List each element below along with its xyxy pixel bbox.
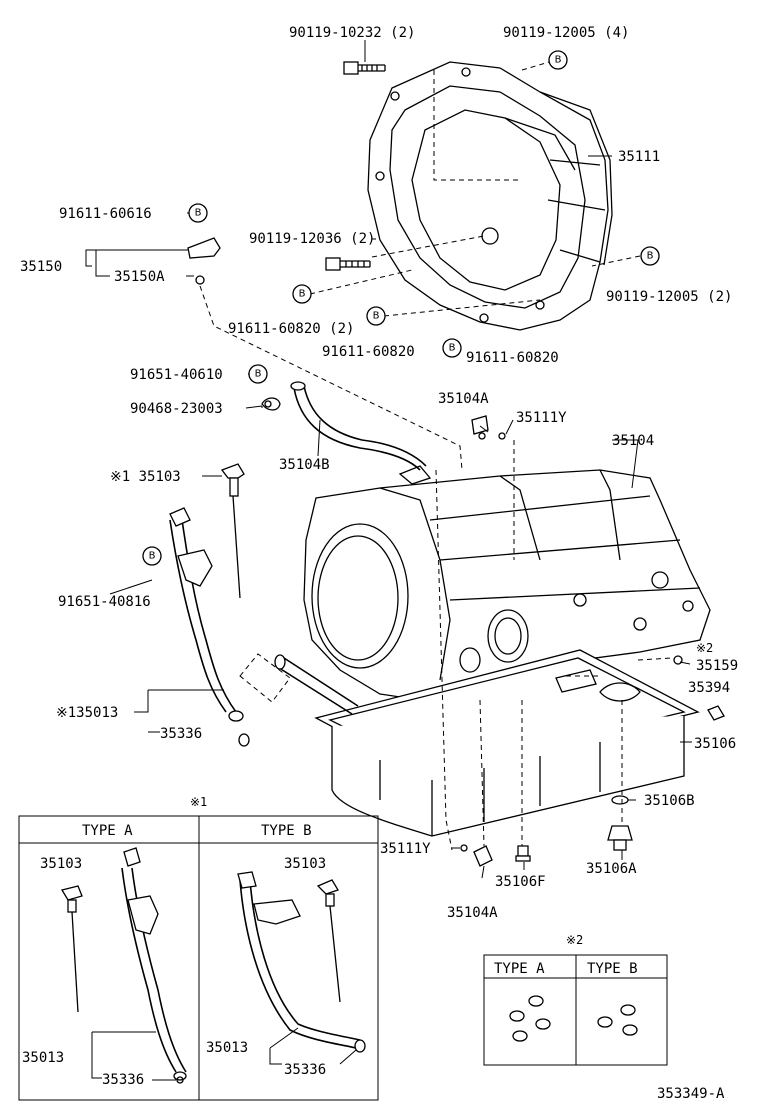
dipstick-35103 bbox=[220, 463, 245, 599]
inset-1-b-35336: 35336 bbox=[284, 1062, 326, 1078]
label-91611-60820-b: 91611-60820 bbox=[466, 350, 559, 366]
inset-2-mark: ※2 bbox=[566, 933, 583, 947]
inset-1-b-35013: 35013 bbox=[206, 1040, 248, 1056]
label-35159: 35159 bbox=[696, 658, 738, 674]
inset-1-a-35013: 35013 bbox=[22, 1050, 64, 1066]
gasket-35394 bbox=[707, 705, 725, 721]
inset-1-type-b-header: TYPE B bbox=[261, 823, 312, 839]
bolt-35106F bbox=[515, 845, 531, 862]
label-91651-40610: 91651-40610 bbox=[130, 367, 223, 383]
plug-35159 bbox=[673, 655, 683, 665]
inset-1-a-35103: 35103 bbox=[40, 856, 82, 872]
label-35394: 35394 bbox=[688, 680, 730, 696]
inset-2: ※2 TYPE A TYPE B bbox=[483, 933, 668, 1066]
dipstick-tube-135013 bbox=[169, 507, 250, 747]
inset-1-b-35103: 35103 bbox=[284, 856, 326, 872]
label-135013: ※135013 bbox=[56, 705, 118, 721]
label-35111: 35111 bbox=[618, 149, 660, 165]
label-35111Y-top: 35111Y bbox=[516, 410, 567, 426]
gasket-35106B bbox=[611, 795, 629, 805]
svg-text:B: B bbox=[299, 289, 306, 300]
label-91611-60616: 91611-60616 bbox=[59, 206, 152, 222]
bell-housing-35111 bbox=[367, 61, 613, 331]
bolt-marker-b-7: B bbox=[248, 364, 268, 384]
oring-35111Y-top bbox=[498, 432, 506, 440]
dashed-box bbox=[239, 653, 291, 703]
label-35106B: 35106B bbox=[644, 793, 695, 809]
label-90119-12005-4: 90119-12005 (4) bbox=[503, 25, 629, 41]
bolt-marker-b-1: B bbox=[548, 50, 568, 70]
label-35104A-top: 35104A bbox=[438, 391, 489, 407]
svg-text:B: B bbox=[647, 251, 654, 262]
bolt-marker-b-2: B bbox=[188, 203, 208, 223]
label-35104: 35104 bbox=[612, 433, 654, 449]
label-90119-10232: 90119-10232 (2) bbox=[289, 25, 415, 41]
diagram-id: 353349-A bbox=[657, 1086, 725, 1102]
bolt-90119-12036 bbox=[325, 257, 371, 271]
label-35106F: 35106F bbox=[495, 874, 546, 890]
transmission-case-35104 bbox=[303, 469, 711, 701]
label-91611-60820-2: 91611-60820 (2) bbox=[228, 321, 354, 337]
tube-main bbox=[274, 654, 359, 715]
bolt-marker-b-8: B bbox=[142, 546, 162, 566]
breather-hose-35104B bbox=[290, 381, 432, 485]
plug-35104A-top bbox=[471, 415, 489, 440]
inset-1-type-a-header: TYPE A bbox=[82, 823, 133, 839]
bolt-marker-b-5: B bbox=[366, 306, 386, 326]
inset-2-type-b-header: TYPE B bbox=[587, 961, 638, 977]
svg-text:B: B bbox=[195, 208, 202, 219]
inset-1-a-35336: 35336 bbox=[102, 1072, 144, 1088]
label-91651-40816: 91651-40816 bbox=[58, 594, 151, 610]
bolt-90119-10232 bbox=[343, 61, 386, 75]
label-35103: ※1 35103 bbox=[110, 469, 181, 485]
svg-text:B: B bbox=[373, 311, 380, 322]
svg-text:B: B bbox=[555, 55, 562, 66]
inset-1-mark: ※1 bbox=[190, 795, 207, 809]
bolt-marker-b-3: B bbox=[640, 246, 660, 266]
svg-text:B: B bbox=[449, 343, 456, 354]
label-35106: 35106 bbox=[694, 736, 736, 752]
label-35336: 35336 bbox=[160, 726, 202, 742]
inset-2-type-a-header: TYPE A bbox=[494, 961, 545, 977]
plug-35104A-bottom bbox=[473, 845, 493, 867]
label-35150: 35150 bbox=[20, 259, 62, 275]
sensor-35150 bbox=[187, 237, 221, 285]
clamp-90468-23003 bbox=[261, 397, 281, 411]
label-mark-2-main: ※2 bbox=[696, 641, 713, 655]
label-35150A: 35150A bbox=[114, 269, 165, 285]
label-35111Y-bottom: 35111Y bbox=[380, 841, 431, 857]
oring-35111Y-bottom bbox=[460, 844, 468, 852]
label-90468-23003: 90468-23003 bbox=[130, 401, 223, 417]
label-91611-60820-a: 91611-60820 bbox=[322, 344, 415, 360]
bolt-marker-b-6: B bbox=[442, 338, 462, 358]
label-35104B: 35104B bbox=[279, 457, 330, 473]
drain-plug-35106A bbox=[607, 825, 633, 851]
label-90119-12036: 90119-12036 (2) bbox=[249, 231, 375, 247]
svg-text:B: B bbox=[149, 551, 156, 562]
label-90119-12005-2: 90119-12005 (2) bbox=[606, 289, 732, 305]
svg-text:B: B bbox=[255, 369, 262, 380]
inset-1: ※1 TYPE A TYPE B 35103 35013 35336 bbox=[18, 795, 379, 1101]
label-35104A-bottom: 35104A bbox=[447, 905, 498, 921]
label-35106A: 35106A bbox=[586, 861, 637, 877]
bolt-marker-b-4: B bbox=[292, 284, 312, 304]
